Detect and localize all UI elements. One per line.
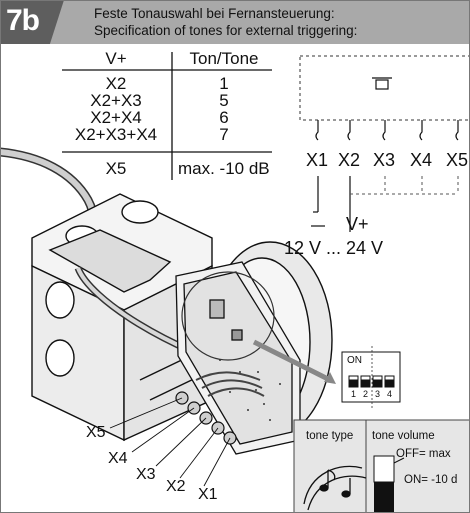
tone-volume-icon <box>373 455 405 513</box>
terminal-label: X4 <box>410 150 433 170</box>
header-banner <box>0 0 470 44</box>
volume-on-label: ON= -10 d <box>404 474 458 486</box>
table-row-tone: 7 <box>219 125 229 144</box>
board-terminal-label: X5 <box>86 424 106 441</box>
jumper-lines <box>350 176 459 195</box>
board-terminal-label: X2 <box>166 478 186 495</box>
supply-vplus: V+ <box>346 214 369 234</box>
table-row-tone: 1 <box>219 74 229 93</box>
board-dots <box>219 359 281 421</box>
pointer-arrow <box>252 339 332 383</box>
terminal-label: X5 <box>446 150 469 170</box>
dip-number: 2 <box>363 389 369 399</box>
volume-off-label: OFF= max <box>396 448 451 460</box>
dip-number: 3 <box>375 389 381 399</box>
table-row-tone: 6 <box>219 108 229 127</box>
terminal-label: X3 <box>373 150 396 170</box>
sounder-icon <box>372 77 392 90</box>
table-row-x5-value: max. -10 dB <box>178 159 270 178</box>
device-outline <box>299 55 470 121</box>
dip-number: 4 <box>387 389 393 399</box>
table-header-tone: Ton/Tone <box>189 49 259 68</box>
header-title-en: Specification of tones for external trig… <box>94 23 358 38</box>
terminal-leads <box>315 120 459 141</box>
tone-volume-label: tone volume <box>372 430 435 442</box>
table-row-input: X2+X3 <box>90 91 142 110</box>
table-row-x5-input: X5 <box>105 159 127 178</box>
wires <box>195 371 265 397</box>
table-row-input: X2+X4 <box>90 108 142 127</box>
terminal-label: X2 <box>338 150 361 170</box>
tone-type-icon <box>303 465 367 511</box>
step-number: 7b <box>6 4 40 37</box>
supply-voltage: 12 V ... 24 V <box>284 238 384 258</box>
magnifier-circle <box>181 271 275 361</box>
leader-lines <box>109 397 231 487</box>
supply-wiring <box>311 176 351 232</box>
dip-on-label: ON <box>347 355 362 366</box>
dip-number: 1 <box>351 389 357 399</box>
table-row-input: X2+X3+X4 <box>74 125 158 144</box>
table-grid <box>62 52 272 180</box>
board-terminal-label: X4 <box>108 450 128 467</box>
table-row-input: X2 <box>105 74 127 93</box>
board-terminal-label: X1 <box>198 486 218 503</box>
tone-type-label: tone type <box>306 430 354 442</box>
table-row-tone: 5 <box>219 91 229 110</box>
board-terminal-label: X3 <box>136 466 156 483</box>
terminal-label: X1 <box>306 150 329 170</box>
dip-switch <box>341 351 401 403</box>
table-header-vplus: V+ <box>105 49 127 68</box>
header-title-de: Feste Tonauswahl bei Fernansteuerung: <box>94 6 335 21</box>
